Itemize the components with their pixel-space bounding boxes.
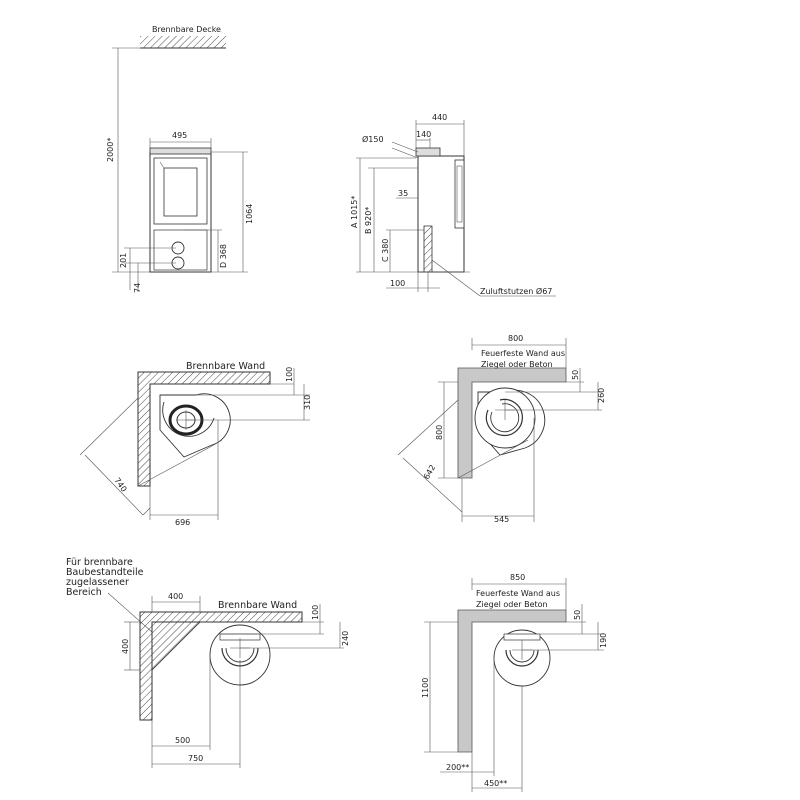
dim-p4-1100: 1100 [421,678,430,698]
ceiling-label: Brennbare Decke [152,25,221,34]
corner-wall-label: Brennbare Wand [186,361,265,372]
dim-flue-diameter: Ø150 [362,134,384,144]
dim-p2-545: 545 [494,515,509,524]
dim-1064: 1064 [245,204,254,224]
dim-p4-200: 200** [446,763,469,772]
dim-p4-450: 450** [484,779,507,788]
dim-140: 140 [416,130,431,139]
air-inlet-label: Zuluftstutzen Ø67 [480,286,552,296]
dim-p2-800-left: 800 [435,425,444,440]
dim-p4-50: 50 [573,610,582,620]
dim-p3-750: 750 [188,754,203,763]
dim-p1-310: 310 [303,395,312,410]
plan-fireproof-corner: Feuerfeste Wand aus Ziegel oder Beton 80… [397,334,606,524]
fireproof-label-1: Feuerfeste Wand aus [481,349,565,358]
dim-p4-850: 850 [510,573,525,582]
dim-p1-100: 100 [285,367,294,382]
plan-combustible-wall: Für brennbare Baubestandteile zugelassen… [66,557,350,768]
dim-p3-240: 240 [341,631,350,646]
stove-glass [163,167,198,217]
fireproof-label-2: Ziegel oder Beton [481,360,553,369]
dim-p2-260: 260 [597,388,606,403]
ceiling-hatch [140,36,226,48]
zone-label-2: Baubestandteile [66,567,144,578]
fireproof4-label-1: Feuerfeste Wand aus [476,589,560,598]
dim-p2-642: 642 [422,463,437,481]
stove-top-plate [149,147,212,155]
dim-p3-500: 500 [175,736,190,745]
zone-label-1: Für brennbare [66,557,133,568]
dim-100: 100 [390,279,405,288]
dim-b920: B 920* [364,207,373,234]
plan-fireproof-wall: Feuerfeste Wand aus Ziegel oder Beton 85… [421,573,608,792]
stove-plan-2-firebox [485,398,523,437]
side-door-inner [456,165,463,223]
dim-d368: D 368 [219,244,228,268]
dim-p2-800-top: 800 [508,334,523,343]
stove-plan-1-body [162,401,215,437]
dim-440: 440 [432,113,447,122]
wall-3-label: Brennbare Wand [218,600,297,611]
side-view: 440 140 Ø150 A 1015* B 920* 35 C 380 100 [350,113,556,297]
dim-74: 74 [133,283,142,293]
dim-p3-400-top: 400 [168,592,183,601]
zone-label-4: Bereich [66,587,102,598]
front-view: Brennbare Decke 2000* 495 1064 D 368 20 [106,25,254,293]
air-inlet-pipe [423,225,433,273]
dim-495: 495 [172,131,187,140]
plan-combustible-corner: Brennbare Wand 100 310 740 696 [79,361,312,527]
dim-p2-50: 50 [571,370,580,380]
dim-p4-190: 190 [599,633,608,648]
flue-collar [415,147,441,157]
dim-c380: C 380 [381,239,390,262]
stove-plan-4-top [503,633,541,641]
dim-a1015: A 1015* [350,196,359,228]
stove-plan-4-firebox [505,649,539,667]
dim-p1-696: 696 [175,518,190,527]
dim-2000: 2000* [106,138,115,162]
dim-201: 201 [119,253,128,268]
dim-p1-740: 740 [112,476,128,494]
dim-p3-100: 100 [311,605,320,620]
fireproof4-label-2: Ziegel oder Beton [476,600,548,609]
permitted-zone [151,621,201,671]
dim-35: 35 [398,189,408,198]
zone-label-3: zugelassener [66,577,129,588]
dim-p3-400-left: 400 [121,639,130,654]
